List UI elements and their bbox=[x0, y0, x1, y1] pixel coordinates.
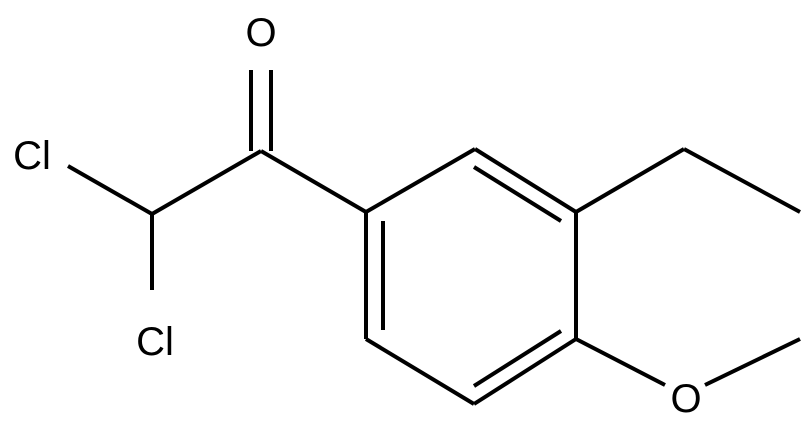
ring-bond-c5-c4-inner bbox=[472, 329, 563, 388]
ring-bond-c1-c2 bbox=[364, 147, 477, 214]
bond-ring-ch2 bbox=[574, 147, 686, 214]
carbonyl-oxygen-label: O bbox=[245, 11, 276, 55]
bond-chc-cl-upper bbox=[67, 164, 153, 216]
methoxy-oxygen-label: O bbox=[670, 377, 701, 421]
bond-oxygen-methyl bbox=[704, 337, 801, 387]
dichloroacetyl-group bbox=[67, 70, 368, 290]
bond-ch2-ch3 bbox=[683, 147, 801, 214]
ethyl-group bbox=[574, 147, 801, 214]
bond-carbonyl-chc bbox=[150, 149, 263, 216]
ring-bond-c3-c2-inner bbox=[472, 165, 563, 223]
ring-bond-c4-c5 bbox=[472, 337, 578, 406]
methoxy-group bbox=[575, 337, 801, 387]
ring-bond-c5-c6 bbox=[364, 337, 476, 406]
bond-ring-oxygen bbox=[575, 337, 666, 387]
benzene-ring bbox=[364, 147, 578, 406]
chlorine-upper-label: Cl bbox=[13, 134, 51, 178]
ring-bond-c2-c3 bbox=[473, 147, 578, 214]
bond-ring-carbonyl bbox=[259, 149, 368, 214]
chlorine-lower-label: Cl bbox=[136, 320, 174, 364]
